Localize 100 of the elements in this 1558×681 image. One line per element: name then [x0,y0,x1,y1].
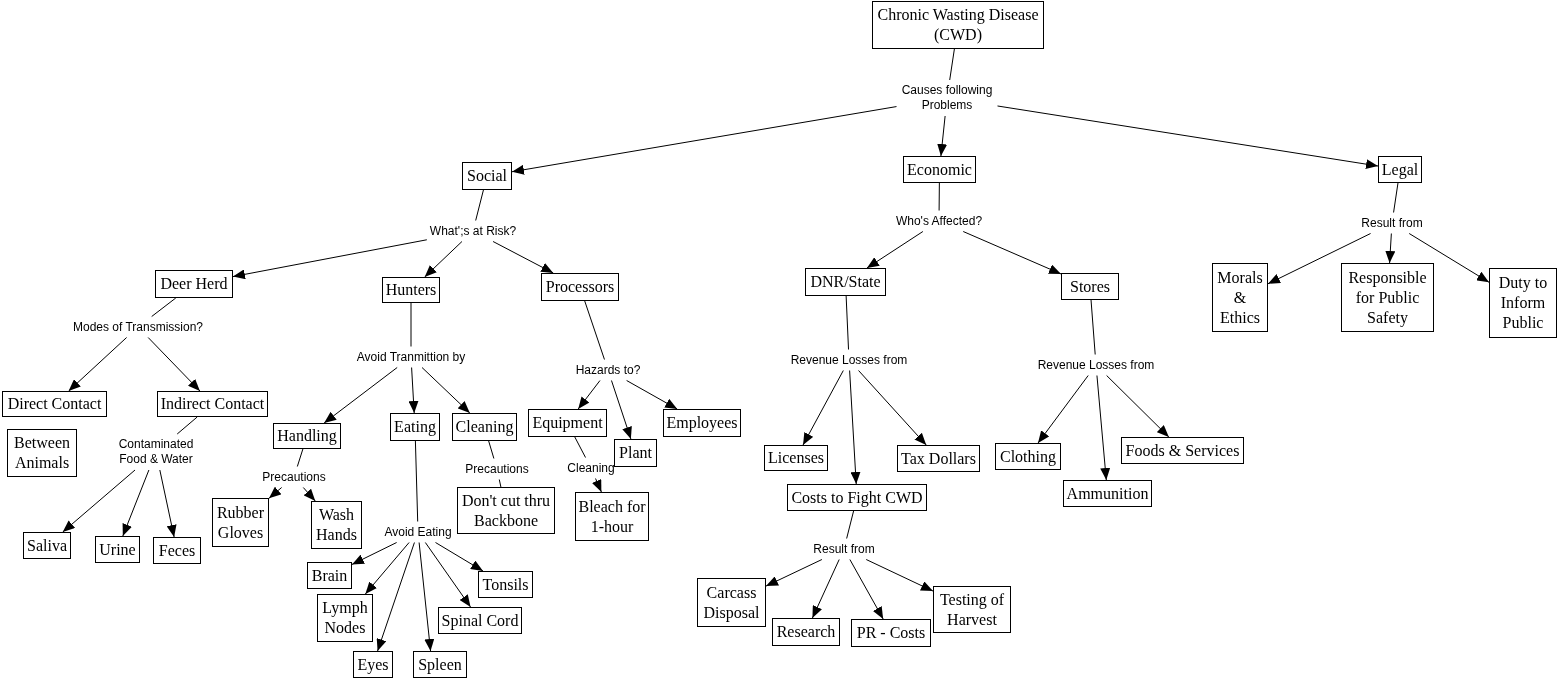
concept-label: Clothing [1000,446,1056,467]
concept-label: Ammunition [1066,483,1149,504]
linking-phrase: Contaminated Food & Water [117,437,195,467]
arrow [858,370,927,446]
concept-label: Costs to Fight CWD [791,487,923,508]
connector-line [475,189,484,221]
arrow [323,367,398,424]
arrow [435,542,484,572]
concept-box [1489,268,1557,338]
linking-phrase: Cleaning [567,460,615,476]
arrow [962,231,1062,275]
arrow [849,559,884,620]
concept-box [851,619,931,647]
connector-line [845,295,850,350]
concept-label: Rubber Gloves [215,502,266,543]
concept-label: Research [776,622,836,642]
arrow [68,337,128,392]
concept-label: Duty to Inform Public [1497,273,1549,333]
linking-phrase: Who's Affected? [895,213,983,229]
arrow [147,337,201,392]
concept-label: Spinal Cord [441,610,519,631]
arrow [511,106,897,175]
concept-box [155,270,233,298]
arrow [1267,233,1372,285]
connector-line [414,440,419,522]
concept-box [413,651,467,678]
arrow [159,469,177,538]
concept-label: Chronic Wasting Disease (CWD) [876,5,1040,45]
concept-label: Indirect Contact [160,394,265,414]
arrow [1037,375,1089,444]
connector-line [584,300,605,360]
concept-label: Direct Contact [7,394,102,414]
arrow [937,115,948,157]
concept-box [805,268,886,296]
arrow [424,241,463,278]
concept-label: Employees [666,413,738,433]
arrow [865,559,934,592]
connector-line [1393,182,1399,213]
concept-label: Hunters [385,280,437,300]
concept-label: Bleach for 1-hour [577,496,647,537]
concept-box [1341,263,1434,332]
arrow [62,469,136,533]
concept-label: Foods & Services [1125,440,1240,461]
connector-line [176,416,198,435]
concept-label: Equipment [532,413,603,433]
arrow [1408,233,1490,283]
arrow [1385,233,1396,264]
linking-phrase: Avoid Eating [384,524,452,540]
concept-label: Plant [619,443,652,463]
connector-line [498,479,502,488]
concept-label: Licenses [768,448,824,468]
concept-label: PR - Costs [856,623,926,643]
concept-label: Eating [394,417,436,437]
linking-phrase: Precautions [262,469,326,485]
linking-phrase: Avoid Tranmittion by [356,349,466,365]
concept-label: Legal [1381,159,1419,180]
arrow [492,241,554,274]
arrow [811,559,840,619]
arrow [765,559,823,587]
concept-label: Don't cut thru Backbone [460,490,552,531]
concept-label: Feces [158,540,196,561]
arrow [849,370,861,485]
concept-label: Processors [545,277,615,297]
connector-line [488,440,495,459]
concept-label: Saliva [27,535,67,556]
concept-label: Social [467,166,507,186]
connector-line [296,448,304,467]
arrow [592,478,602,493]
concept-label: Stores [1070,276,1110,297]
connector-line [938,182,940,211]
linking-phrase: Precautions [465,461,529,477]
linking-phrase: Revenue Losses from [790,352,908,368]
concept-box [462,162,512,190]
concept-label: Handling [277,426,337,446]
connector-line [949,48,955,81]
concept-label: Tax Dollars [901,448,976,469]
linking-phrase: What';s at Risk? [429,223,517,239]
concept-label: Brain [311,565,348,586]
concept-label: Tonsils [482,574,529,595]
concept-box [2,391,107,417]
concept-label: Cleaning [455,417,514,437]
linking-phrase: Result from [1361,215,1423,231]
arrow [232,239,428,280]
concept-label: Lymph Nodes [321,598,369,638]
arrow [302,487,316,502]
arrow [364,542,410,595]
linking-phrase: Causes following Problems [900,83,994,113]
concept-box [614,439,657,467]
linking-phrase: Modes of Transmission? [72,319,204,335]
linking-phrase: Revenue Losses from [1037,357,1155,373]
linking-phrase: Hazards to? [575,362,641,378]
connector-line [1090,299,1096,355]
arrow [418,542,435,652]
connector-line [410,302,412,347]
arrow [424,542,472,608]
concept-label: Responsible for Public Safety [1347,267,1428,328]
arrow [122,469,150,537]
connector-line [151,297,177,317]
concept-box [7,429,77,477]
concept-label: Between Animals [13,433,71,473]
